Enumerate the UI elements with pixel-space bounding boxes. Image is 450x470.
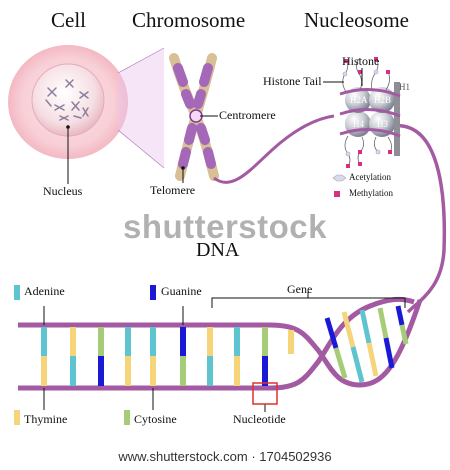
helix-base-cytosine (377, 307, 389, 339)
nucleosome (339, 57, 401, 168)
base-adenine (41, 327, 47, 356)
base-adenine (70, 356, 76, 386)
footer-credit: www.shutterstock.com · 1704502936 (0, 443, 450, 470)
helix-base-guanine (395, 305, 405, 326)
base-cytosine (262, 327, 268, 356)
label-h1: H1 (399, 82, 410, 92)
label-h2b: H2B (374, 95, 392, 105)
nucleotide-highlight-box (252, 382, 278, 405)
helix-base-adenine (359, 309, 372, 344)
label-nucleus: Nucleus (43, 184, 83, 198)
base-adenine (234, 327, 240, 356)
label-h3: H3 (377, 119, 388, 129)
base-cytosine (180, 356, 186, 386)
helix-base-adenine (350, 346, 365, 383)
heading-cell: Cell (51, 8, 86, 32)
base-adenine (150, 327, 156, 356)
label-centromere: Centromere (219, 108, 276, 122)
nucleus-pointer-dot (66, 125, 70, 129)
helix-base-thymine (366, 342, 379, 377)
dna-base-pairs (41, 327, 294, 386)
dna-backbone-bottom (18, 296, 415, 391)
dna-wrap (339, 88, 401, 138)
heading-nucleosome: Nucleosome (304, 8, 409, 32)
base-thymine (234, 356, 240, 386)
nucleus (31, 63, 105, 137)
label-nucleotide: Nucleotide (233, 412, 286, 426)
base-thymine (207, 327, 213, 356)
base-guanine (98, 356, 104, 386)
label-h4: H4 (353, 119, 364, 129)
watermark: shutterstock (122, 208, 328, 245)
base-adenine (125, 327, 131, 356)
label-methylation: Methylation (349, 188, 393, 198)
label-acetylation: Acetylation (349, 172, 391, 182)
adenine-legend-swatch (14, 285, 20, 300)
label-guanine: Guanine (161, 284, 202, 298)
dna-helix-turns (324, 305, 409, 383)
base-adenine (207, 356, 213, 386)
methylation-marks (344, 57, 392, 168)
base-thymine (70, 327, 76, 356)
label-h2a: H2A (350, 95, 368, 105)
base-guanine (180, 327, 186, 356)
base-thymine (41, 356, 47, 386)
thymine-legend-swatch (14, 410, 20, 425)
zoom-cone-edge (117, 129, 165, 169)
label-adenine: Adenine (24, 284, 65, 298)
guanine-legend-swatch (150, 285, 156, 300)
methylation-legend-icon (334, 191, 340, 197)
telomere-pointer-dot (181, 166, 185, 170)
helix-base-cytosine (333, 347, 348, 379)
acetylation-marks (342, 69, 381, 157)
heading-dna: DNA (196, 239, 240, 261)
label-thymine: Thymine (24, 412, 68, 426)
base-cytosine (98, 327, 104, 356)
label-telomere: Telomere (150, 183, 196, 197)
helix-base-guanine (324, 317, 339, 349)
helix-base-guanine (383, 337, 395, 369)
zoom-cone (118, 48, 164, 168)
helix-base-cytosine (399, 324, 409, 345)
label-histone: Histone (342, 54, 380, 68)
dna-backbone-top (18, 322, 361, 388)
nucleus-chromatin (45, 79, 89, 121)
cytosine-legend-swatch (124, 410, 130, 425)
heading-chromosome: Chromosome (132, 8, 246, 32)
histone-h1 (394, 82, 400, 156)
label-cytosine: Cytosine (134, 412, 177, 426)
base-thymine (150, 356, 156, 386)
base-thymine (288, 330, 294, 354)
base-guanine (262, 356, 268, 386)
label-gene: Gene (287, 282, 313, 296)
zoom-cone-edge (117, 47, 165, 74)
acetylation-legend-icon (332, 174, 347, 182)
histone-h2a (345, 87, 371, 113)
label-histone-tail: Histone Tail (263, 74, 322, 88)
dna-linker-thread (391, 124, 447, 314)
base-thymine (125, 356, 131, 386)
chromatin-thread (213, 114, 335, 184)
helix-base-thymine (341, 311, 356, 348)
